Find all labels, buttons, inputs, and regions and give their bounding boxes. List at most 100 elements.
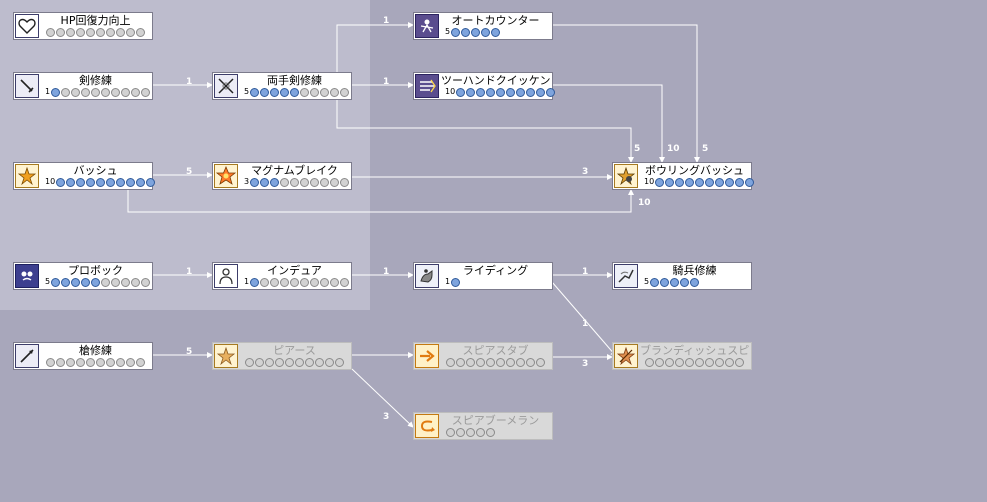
skill-level-dot[interactable]	[476, 357, 485, 367]
skill-level-dot[interactable]	[66, 27, 75, 37]
skill-brandish-spear[interactable]: ブランディッシュスピア	[612, 342, 752, 370]
skill-level-dot[interactable]	[280, 277, 290, 287]
skill-level-dot[interactable]	[461, 27, 471, 37]
skill-spear[interactable]: 槍修練	[13, 342, 153, 370]
skill-level-dot[interactable]	[466, 427, 475, 437]
skill-level-dot[interactable]	[491, 27, 501, 37]
skill-level-dot[interactable]	[675, 357, 684, 367]
skill-level-dot[interactable]	[290, 177, 300, 187]
skill-level-dot[interactable]	[76, 357, 85, 367]
skill-level-dot[interactable]	[690, 277, 700, 287]
skill-level-dot[interactable]	[71, 277, 81, 287]
skill-level-dot[interactable]	[81, 87, 91, 97]
skill-level-dot[interactable]	[446, 427, 455, 437]
skill-level-dot[interactable]	[126, 27, 135, 37]
skill-level-dot[interactable]	[96, 357, 105, 367]
skill-level-dot[interactable]	[325, 357, 334, 367]
skill-level-dot[interactable]	[116, 27, 125, 37]
skill-level-dot[interactable]	[745, 177, 755, 187]
skill-level-dot[interactable]	[335, 357, 344, 367]
skill-level-dot[interactable]	[86, 357, 95, 367]
skill-level-dot[interactable]	[141, 277, 151, 287]
skill-level-dot[interactable]	[695, 177, 705, 187]
skill-level-dot[interactable]	[71, 87, 81, 97]
skill-level-dot[interactable]	[340, 277, 350, 287]
skill-level-dot[interactable]	[536, 87, 546, 97]
skill-level-dot[interactable]	[56, 27, 65, 37]
skill-level-dot[interactable]	[330, 277, 340, 287]
skill-level-dot[interactable]	[665, 357, 674, 367]
skill-level-dot[interactable]	[56, 177, 66, 187]
skill-level-dot[interactable]	[705, 177, 715, 187]
skill-level-dot[interactable]	[131, 277, 141, 287]
skill-level-dot[interactable]	[476, 427, 485, 437]
skill-level-dot[interactable]	[526, 87, 536, 97]
skill-level-dot[interactable]	[51, 277, 61, 287]
skill-level-dot[interactable]	[290, 87, 300, 97]
skill-level-dot[interactable]	[96, 177, 106, 187]
skill-level-dot[interactable]	[536, 357, 545, 367]
skill-level-dot[interactable]	[340, 177, 350, 187]
skill-level-dot[interactable]	[111, 277, 121, 287]
skill-level-dot[interactable]	[46, 357, 55, 367]
skill-level-dot[interactable]	[76, 177, 86, 187]
skill-level-dot[interactable]	[496, 87, 506, 97]
skill-level-dot[interactable]	[486, 357, 495, 367]
skill-level-dot[interactable]	[66, 177, 76, 187]
skill-level-dot[interactable]	[51, 87, 61, 97]
skill-level-dot[interactable]	[456, 87, 466, 97]
skill-level-dot[interactable]	[486, 427, 495, 437]
skill-level-dot[interactable]	[46, 27, 55, 37]
skill-level-dot[interactable]	[265, 357, 274, 367]
skill-level-dot[interactable]	[116, 357, 125, 367]
skill-level-dot[interactable]	[250, 277, 260, 287]
skill-level-dot[interactable]	[131, 87, 141, 97]
skill-level-dot[interactable]	[645, 357, 654, 367]
skill-level-dot[interactable]	[61, 87, 71, 97]
skill-level-dot[interactable]	[101, 277, 111, 287]
skill-level-dot[interactable]	[516, 357, 525, 367]
skill-level-dot[interactable]	[496, 357, 505, 367]
skill-level-dot[interactable]	[101, 87, 111, 97]
skill-level-dot[interactable]	[245, 357, 254, 367]
skill-level-dot[interactable]	[121, 87, 131, 97]
skill-level-dot[interactable]	[546, 87, 556, 97]
skill-level-dot[interactable]	[141, 87, 151, 97]
skill-pierce[interactable]: ピアース	[212, 342, 352, 370]
skill-level-dot[interactable]	[91, 277, 101, 287]
skill-level-dot[interactable]	[650, 277, 660, 287]
skill-level-dot[interactable]	[66, 357, 75, 367]
skill-level-dot[interactable]	[250, 87, 260, 97]
skill-level-dot[interactable]	[735, 177, 745, 187]
skill-level-dot[interactable]	[86, 177, 96, 187]
skill-level-dot[interactable]	[715, 357, 724, 367]
skill-level-dot[interactable]	[260, 277, 270, 287]
skill-level-dot[interactable]	[275, 357, 284, 367]
skill-level-dot[interactable]	[136, 177, 146, 187]
skill-level-dot[interactable]	[526, 357, 535, 367]
skill-level-dot[interactable]	[300, 177, 310, 187]
skill-level-dot[interactable]	[285, 357, 294, 367]
skill-level-dot[interactable]	[486, 87, 496, 97]
skill-level-dot[interactable]	[715, 177, 725, 187]
skill-level-dot[interactable]	[305, 357, 314, 367]
skill-level-dot[interactable]	[476, 87, 486, 97]
skill-level-dot[interactable]	[481, 27, 491, 37]
skill-level-dot[interactable]	[675, 177, 685, 187]
skill-level-dot[interactable]	[320, 277, 330, 287]
skill-level-dot[interactable]	[735, 357, 744, 367]
skill-level-dot[interactable]	[725, 357, 734, 367]
skill-level-dot[interactable]	[320, 177, 330, 187]
skill-level-dot[interactable]	[270, 177, 280, 187]
skill-level-dot[interactable]	[111, 87, 121, 97]
skill-level-dot[interactable]	[506, 87, 516, 97]
skill-spear-stab[interactable]: スピアスタブ	[413, 342, 553, 370]
skill-level-dot[interactable]	[466, 87, 476, 97]
skill-level-dot[interactable]	[126, 177, 136, 187]
skill-level-dot[interactable]	[340, 87, 350, 97]
skill-level-dot[interactable]	[280, 87, 290, 97]
